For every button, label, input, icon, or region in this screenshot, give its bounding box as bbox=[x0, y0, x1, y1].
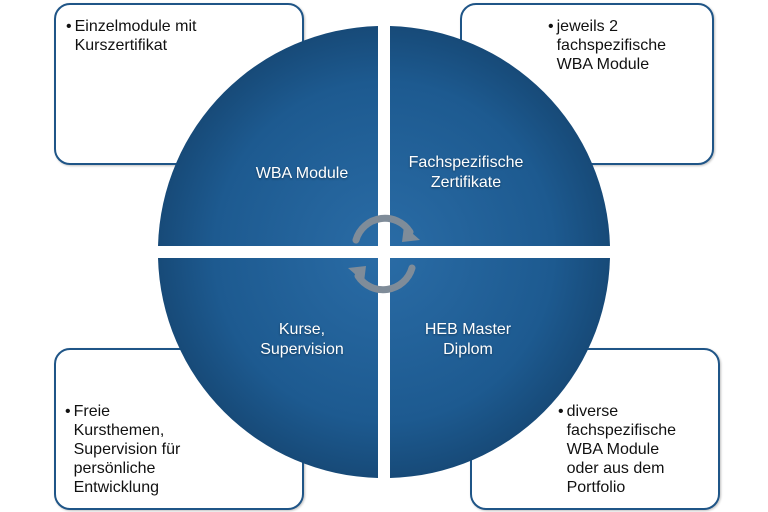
box-bottom-left-text: • Freie Kursthemen, Supervision für pers… bbox=[65, 402, 295, 497]
box-top-right-line-3: WBA Module bbox=[556, 56, 650, 73]
box-bottom-right-line-5: Portfolio bbox=[566, 479, 626, 496]
quadrant-bottom-left bbox=[158, 258, 378, 478]
quadrant-bottom-right bbox=[390, 258, 610, 478]
box-top-right-line-2: fachspezifische bbox=[556, 37, 666, 54]
quadrant-label-top-left-text: WBA Module bbox=[255, 165, 349, 182]
bullet-icon: • bbox=[558, 403, 564, 420]
box-top-left-line-1: Einzelmodule mit bbox=[74, 18, 197, 35]
quadrant-label-bottom-left-line-2: Supervision bbox=[260, 341, 344, 358]
quadrant-label-top-right-line-1: Fachspezifische bbox=[408, 154, 524, 171]
box-bottom-right-line-1: diverse bbox=[566, 403, 619, 420]
quadrant-label-bottom-right: HEB Master Diplom bbox=[388, 320, 548, 360]
quadrant-group bbox=[158, 26, 610, 478]
box-top-right-line-1: jeweils 2 bbox=[556, 18, 618, 35]
bullet-icon: • bbox=[548, 18, 554, 35]
box-top-left-line-2: Kurszertifikat bbox=[74, 37, 168, 54]
box-bottom-left-line-4: persönliche bbox=[73, 460, 156, 477]
cycle-arrows-icon bbox=[348, 214, 420, 294]
box-top-right-text: • jeweils 2 fachspezifische WBA Module bbox=[548, 17, 708, 74]
quadrant-label-bottom-right-line-2: Diplom bbox=[443, 341, 493, 358]
bullet-icon: • bbox=[66, 18, 72, 35]
box-bottom-right-line-4: oder aus dem bbox=[566, 460, 665, 477]
box-bottom-left-line-2: Kursthemen, bbox=[73, 422, 165, 439]
box-bottom-left-line-5: Entwicklung bbox=[73, 479, 159, 496]
box-top-left-text: • Einzelmodule mit Kurszertifikat bbox=[66, 17, 286, 55]
quadrant-label-top-left: WBA Module bbox=[222, 164, 382, 184]
bullet-icon: • bbox=[65, 403, 71, 420]
box-bottom-left-line-1: Freie bbox=[73, 403, 111, 420]
quadrant-label-bottom-left: Kurse, Supervision bbox=[222, 320, 382, 360]
box-bottom-right-line-3: WBA Module bbox=[566, 441, 660, 458]
quadrant-label-top-right: Fachspezifische Zertifikate bbox=[386, 153, 546, 193]
quadrant-label-bottom-right-line-1: HEB Master bbox=[424, 321, 512, 338]
box-bottom-right-line-2: fachspezifische bbox=[566, 422, 676, 439]
box-bottom-right-text: • diverse fachspezifische WBA Module ode… bbox=[558, 402, 718, 497]
quadrant-top-right bbox=[390, 26, 610, 246]
quadrant-label-bottom-left-line-1: Kurse, bbox=[278, 321, 326, 338]
quadrant-label-top-right-line-2: Zertifikate bbox=[430, 174, 502, 191]
box-bottom-left-line-3: Supervision für bbox=[73, 441, 181, 458]
quadrant-top-left bbox=[158, 26, 378, 246]
